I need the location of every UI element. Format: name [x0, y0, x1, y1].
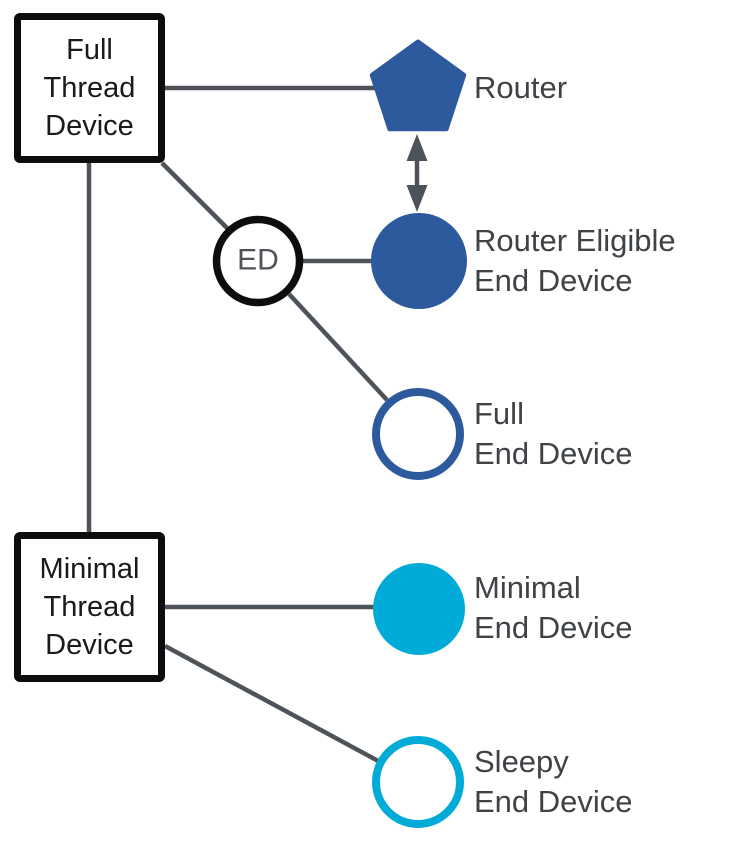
- ed-circle: [212, 215, 304, 307]
- minimal-thread-device-label: Minimal Thread Device: [39, 553, 140, 661]
- arrowhead-down: [406, 185, 428, 212]
- sleepy-end-device-circle: [372, 736, 464, 828]
- full-end-device-circle: [372, 388, 464, 480]
- ed-badge-label: ED: [237, 243, 279, 277]
- double-arrow-router-reed: [406, 134, 428, 212]
- router-eligible-end-device-label: Router Eligible End Device: [474, 223, 676, 298]
- connector-lines: [86, 85, 400, 765]
- edge-ftd-ed: [160, 161, 232, 233]
- sleepy-end-device-label: Sleepy End Device: [474, 744, 633, 819]
- router-eligible-end-device-circle: [371, 213, 467, 309]
- router-label: Router: [474, 70, 568, 105]
- minimal-thread-device-box: Minimal Thread Device: [14, 532, 165, 682]
- edge-ed-fed: [287, 292, 389, 402]
- full-end-device-label: Full End Device: [474, 396, 633, 471]
- minimal-end-device-circle: [373, 563, 465, 655]
- router-pentagon: [369, 39, 467, 132]
- minimal-end-device-label: Minimal End Device: [474, 570, 633, 645]
- arrowhead-up: [406, 134, 428, 161]
- full-thread-device-box: Full Thread Device: [14, 13, 165, 163]
- full-thread-device-label: Full Thread Device: [43, 34, 136, 142]
- edge-mtd-sed: [163, 644, 384, 765]
